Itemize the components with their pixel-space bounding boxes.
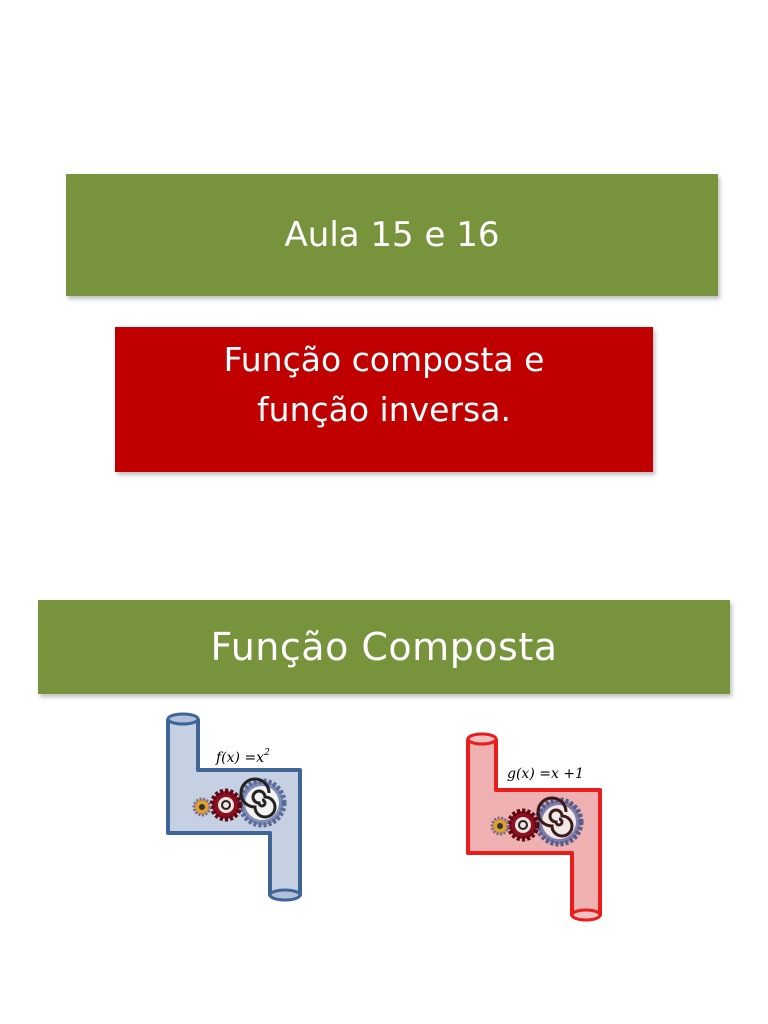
section-heading-banner: Função Composta xyxy=(38,600,730,694)
machine-f-gear-small-icon xyxy=(192,797,212,817)
machine-f-gear-medium-icon xyxy=(209,788,243,822)
machine-f-formula: f(x) =x2 xyxy=(215,748,270,766)
subtitle-line-2: função inversa. xyxy=(257,390,511,429)
machine-f-bottom-opening xyxy=(268,888,302,902)
slide-title: Aula 15 e 16 xyxy=(284,215,500,255)
machine-f-gear-large-icon xyxy=(237,777,287,828)
machine-g-formula: g(x) =x +1 xyxy=(507,766,584,782)
machine-g-bottom-opening xyxy=(570,908,602,922)
machine-f-top-opening xyxy=(166,712,200,726)
machine-g-gear-medium-icon xyxy=(506,808,540,842)
section-heading: Função Composta xyxy=(210,625,558,669)
title-banner: Aula 15 e 16 xyxy=(66,174,718,296)
subtitle-line-1: Função composta e xyxy=(223,340,545,379)
function-machine-g-illustration: g(x) =x +1 xyxy=(466,732,602,922)
machine-g-top-opening xyxy=(466,732,498,746)
subtitle-banner: Função composta e função inversa. xyxy=(115,327,653,472)
machine-g-gear-small-icon xyxy=(490,816,510,836)
machine-g-gear-large-icon xyxy=(534,796,584,847)
function-machine-f-illustration: f(x) =x2 xyxy=(166,712,302,902)
